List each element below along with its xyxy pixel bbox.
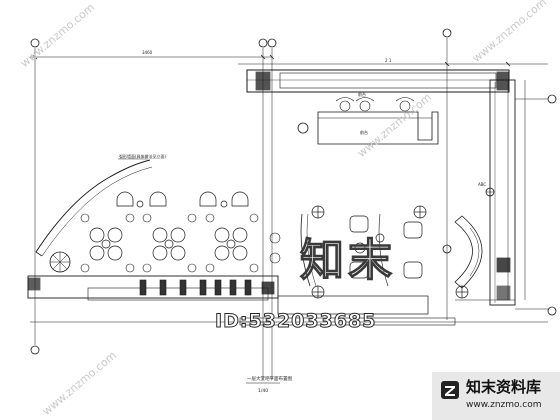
axis-bubble-1 [30, 38, 40, 48]
label-reception: 前台 [360, 129, 368, 135]
drawing-title: 一层大堂吧平面布置图 [247, 375, 292, 382]
axis-bubble-4 [442, 28, 452, 38]
column-tr [496, 71, 510, 91]
note-right-wall: ABC [478, 182, 486, 187]
bar-counter-inner [279, 72, 497, 89]
axis-bubble-6 [547, 94, 557, 104]
site-badge: 知末资料库 www.znzmo.com [432, 372, 560, 420]
dim-top-left: 3460 [142, 50, 153, 55]
column-r1 [496, 257, 511, 273]
watermark-logo-text: 知末 [299, 234, 396, 286]
reception-chair [297, 122, 309, 134]
drawing-scale: 1/40 [258, 388, 268, 394]
column-r2 [496, 285, 511, 301]
curved-sofa [454, 215, 483, 289]
window-mullions [139, 279, 252, 296]
site-badge-title: 知末资料库 [466, 378, 542, 396]
axis-bubble-2 [258, 38, 268, 48]
reception-desk [317, 111, 439, 145]
curved-wall [35, 159, 151, 253]
side-table [442, 244, 452, 254]
curved-partition-2 [378, 213, 389, 287]
site-logo-icon [441, 381, 459, 399]
armchair-pairs [116, 191, 249, 208]
column-bm [261, 281, 275, 295]
table-group-1 [89, 227, 123, 261]
axis-bubble-5 [30, 345, 40, 355]
watermark-id: ID:532033685 [214, 310, 377, 333]
lower-wall [27, 275, 279, 299]
column-bl [27, 277, 41, 291]
axis-bubble-3 [267, 38, 277, 48]
dim-top-right: 2 1 [385, 58, 392, 63]
axis-bubble-7 [547, 306, 557, 316]
bar-stools [335, 97, 415, 112]
side-chairs [80, 213, 281, 273]
table-group-3 [214, 227, 248, 261]
lower-right-block [239, 317, 456, 326]
note-curved-wall: 弧形墙面(具体做法见立面) [119, 153, 167, 159]
curved-partition [300, 213, 311, 287]
column-tl [255, 71, 271, 91]
site-badge-url: www.znzmo.com [466, 400, 542, 410]
bar-counter-outer [246, 69, 510, 93]
right-wall [489, 79, 516, 306]
label-upper-room: 前台 [358, 91, 366, 97]
lower-right-panel [277, 295, 429, 315]
table-group-2 [152, 227, 186, 261]
